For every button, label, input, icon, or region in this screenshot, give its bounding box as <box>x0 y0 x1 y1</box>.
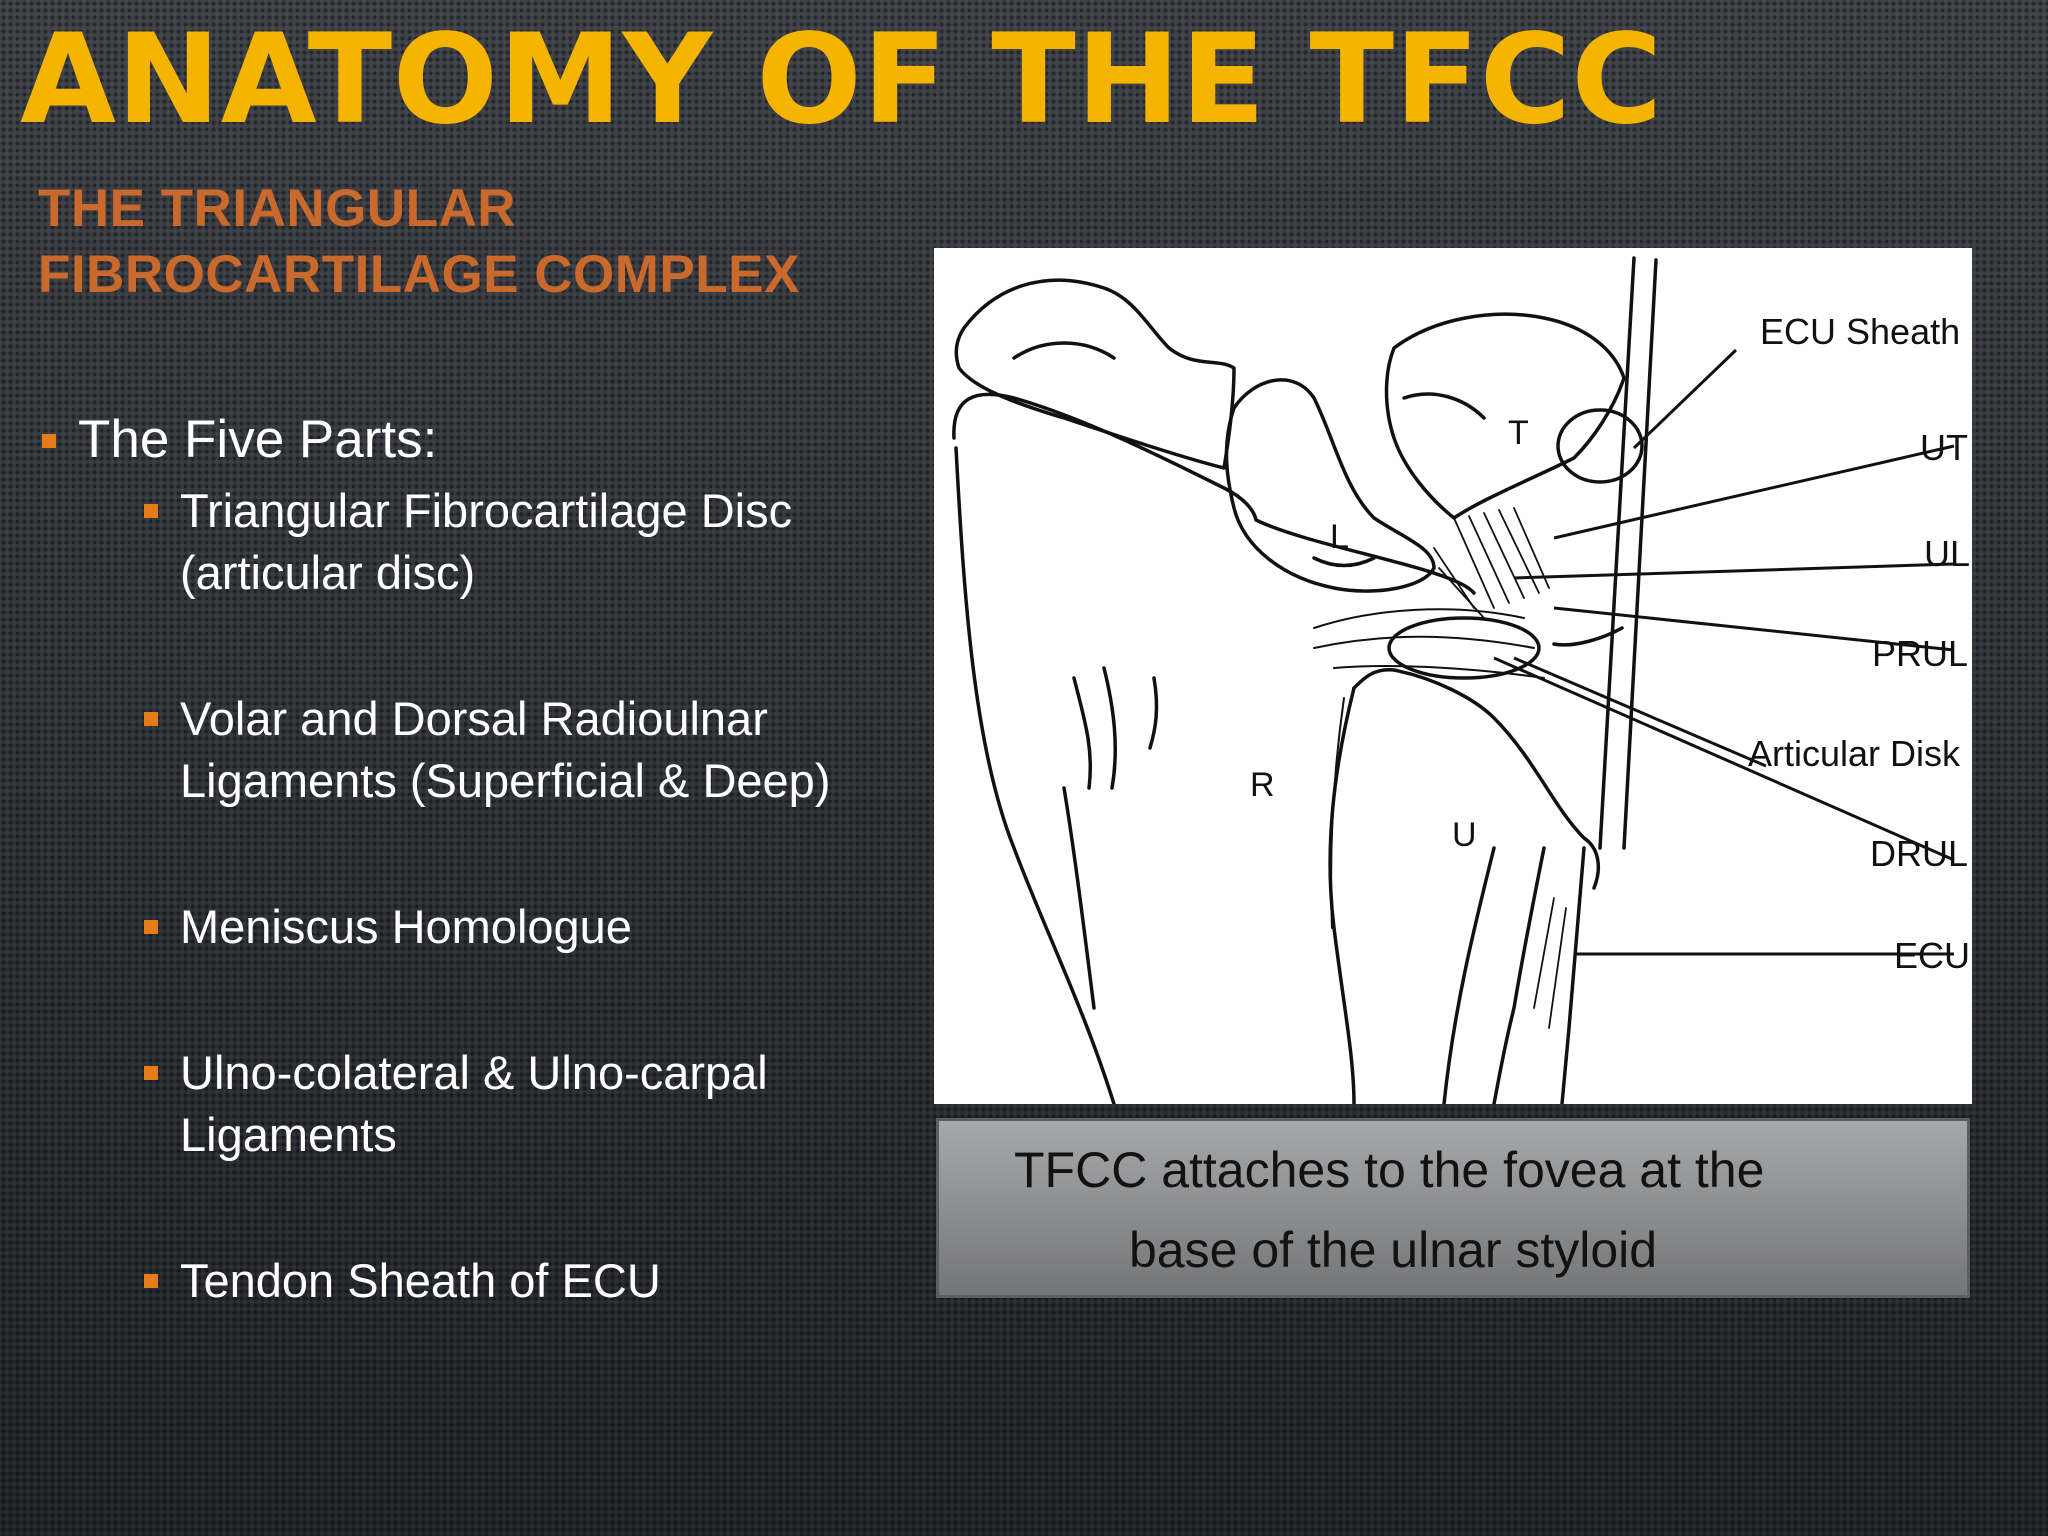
part-text: Ligaments <box>180 1108 397 1161</box>
part-item-meniscus-homologue: Meniscus Homologue <box>140 896 970 958</box>
square-bullet-icon <box>144 712 158 726</box>
part-item-ecu-sheath: Tendon Sheath of ECU <box>140 1250 970 1312</box>
bullet-text: The Five Parts: <box>78 410 438 469</box>
label-ecu-sheath: ECU Sheath <box>1760 311 1960 352</box>
label-prul: PRUL <box>1872 633 1968 674</box>
part-text: Triangular Fibrocartilage Disc <box>180 484 793 537</box>
radius-bone-outline <box>952 392 1476 595</box>
pisiform-outline <box>1556 408 1644 484</box>
square-bullet-icon <box>144 504 158 518</box>
leader-ecu-sheath <box>1632 348 1738 450</box>
articular-disk-outline <box>1387 616 1541 680</box>
bone-letter-r: R <box>1250 766 1275 804</box>
label-articular-disk: Articular Disk <box>1748 733 1961 774</box>
subtitle-line: THE TRIANGULAR <box>38 179 517 238</box>
part-text: Meniscus Homologue <box>180 900 632 953</box>
part-text: Tendon Sheath of ECU <box>180 1254 661 1307</box>
part-text: Volar and Dorsal Radioulnar <box>180 692 768 745</box>
lunate-bone-outline <box>1224 378 1436 593</box>
part-text: Ulno-colateral & Ulno-carpal <box>180 1046 768 1099</box>
leader-prul <box>1553 606 1955 652</box>
label-drul: DRUL <box>1870 833 1968 874</box>
ecu-tendon-outline <box>1492 846 1546 1104</box>
ulna-bone-outline <box>1352 668 1601 890</box>
label-ut: UT <box>1920 427 1968 468</box>
subtitle-line: FIBROCARTILAGE COMPLEX <box>38 245 800 304</box>
square-bullet-icon <box>42 434 56 448</box>
parts-list: Triangular Fibrocartilage Disc (articula… <box>78 480 898 1312</box>
slide-subtitle: THE TRIANGULAR FIBROCARTILAGE COMPLEX <box>38 176 800 308</box>
bullet-five-parts: The Five Parts: Triangular Fibrocartilag… <box>38 404 898 1312</box>
square-bullet-icon <box>144 920 158 934</box>
leader-articular-disk <box>1513 656 1767 768</box>
part-text: Ligaments (Superficial & Deep) <box>180 754 831 807</box>
leader-ut <box>1553 444 1955 540</box>
part-text: (articular disc) <box>180 546 476 599</box>
tfcc-anatomy-illustration: ECU Sheath UT UL PRUL Articular Disk DRU… <box>952 256 1970 1104</box>
bone-letter-t: T <box>1508 414 1529 452</box>
bone-letter-u: U <box>1452 816 1477 854</box>
slide-title: ANATOMY OF THE TFCC <box>20 8 1663 152</box>
bullet-list: The Five Parts: Triangular Fibrocartilag… <box>38 404 898 1396</box>
radius-shaft-outline <box>954 446 1116 1104</box>
triquetrum-bone-outline <box>1384 312 1626 520</box>
label-ecu: ECU <box>1894 935 1970 976</box>
caption-line: base of the ulnar styloid <box>1129 1222 1658 1278</box>
leader-drul <box>1493 656 1955 862</box>
caption-line: TFCC attaches to the fovea at the <box>1014 1142 1765 1198</box>
bone-letter-l: L <box>1330 518 1349 556</box>
scaphoid-bone-outline <box>954 278 1236 470</box>
part-item-disc: Triangular Fibrocartilage Disc (articula… <box>140 480 970 604</box>
leader-ul <box>1513 562 1955 580</box>
square-bullet-icon <box>144 1066 158 1080</box>
square-bullet-icon <box>144 1274 158 1288</box>
label-ul: UL <box>1924 533 1970 574</box>
caption-box: TFCC attaches to the fovea at the base o… <box>936 1118 1970 1298</box>
ecu-sheath-outline <box>1598 256 1636 850</box>
part-item-radioulnar-ligaments: Volar and Dorsal Radioulnar Ligaments (S… <box>140 688 970 812</box>
tfcc-diagram: ECU Sheath UT UL PRUL Articular Disk DRU… <box>934 248 1972 1104</box>
part-item-ulnar-ligaments: Ulno-colateral & Ulno-carpal Ligaments <box>140 1042 970 1166</box>
